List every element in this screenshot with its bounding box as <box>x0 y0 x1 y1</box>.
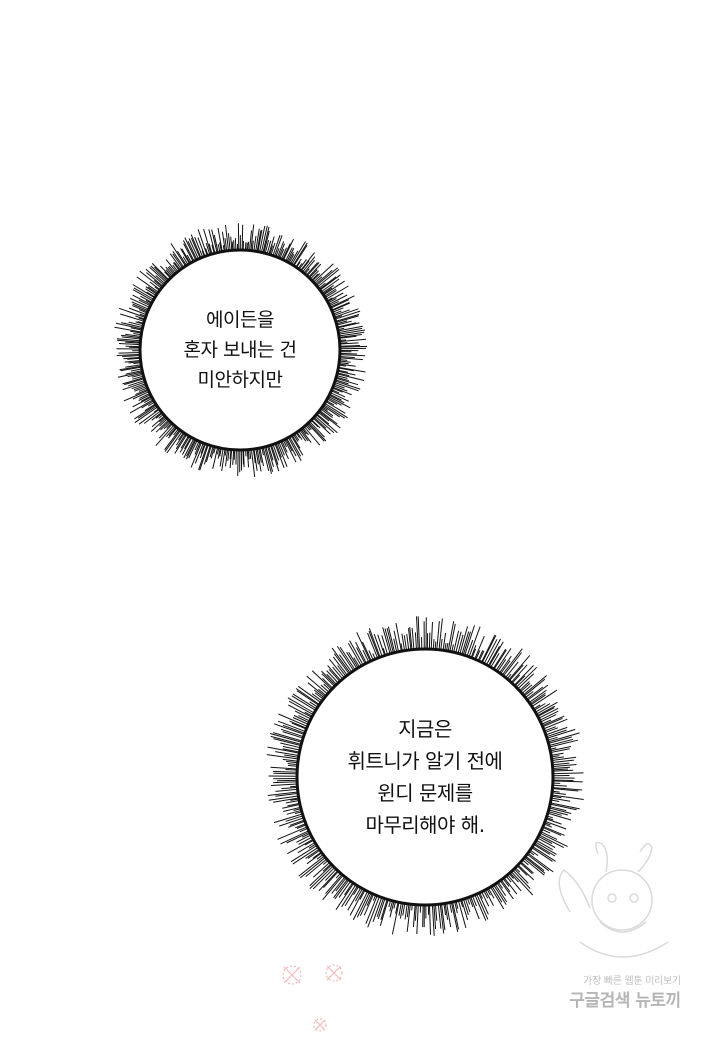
sparkle-decoration <box>262 955 362 1040</box>
watermark: 가장 빠른 웹툰 미리보기 구글검색 뉴토끼 <box>540 842 710 1022</box>
bubble-text-top: 에이든을 혼자 보내는 건 미안하지만 <box>110 220 370 480</box>
bubble-line: 휘트니가 알기 전에 <box>348 745 503 777</box>
bubble-line: 미안하지만 <box>198 365 283 395</box>
bubble-line: 마무리해야 해. <box>365 809 484 841</box>
bubble-line: 혼자 보내는 건 <box>184 335 297 365</box>
thought-bubble-top: 에이든을 혼자 보내는 건 미안하지만 <box>110 220 370 480</box>
watermark-tagline: 가장 빠른 웹툰 미리보기 <box>552 972 712 987</box>
bubble-line: 에이든을 <box>206 305 274 335</box>
bubble-line: 지금은 <box>398 713 452 745</box>
bunny-mascot-icon <box>540 842 710 972</box>
bubble-line: 윈디 문제를 <box>377 777 472 809</box>
watermark-brand: 구글검색 뉴토끼 <box>540 986 710 1011</box>
